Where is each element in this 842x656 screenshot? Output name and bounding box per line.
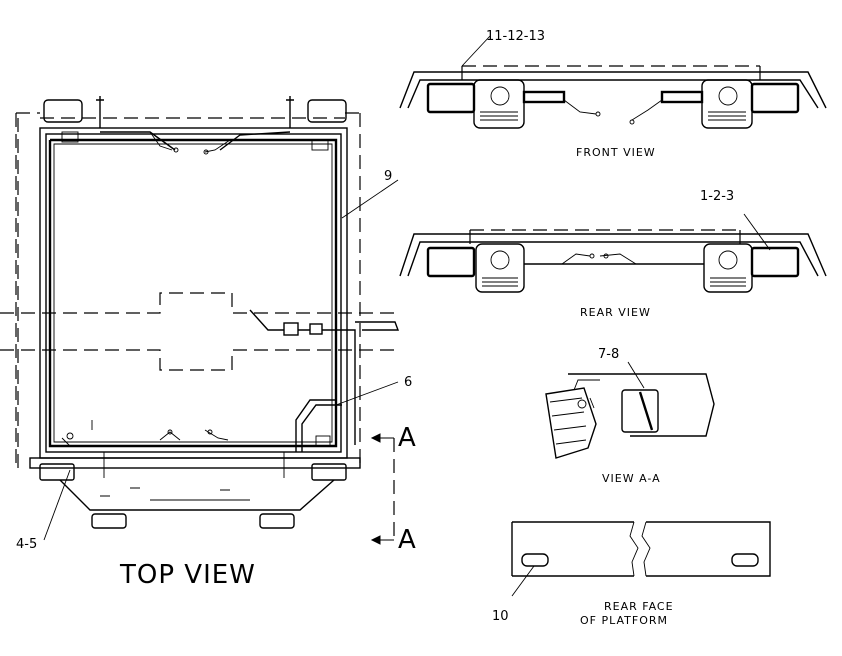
rear-view-title: REAR VIEW (580, 306, 651, 319)
top-view-title: TOP VIEW (119, 560, 256, 590)
section-view-title: VIEW A-A (602, 472, 661, 485)
callout-9: 9 (384, 169, 392, 184)
section-mark-a-upper: A (398, 423, 417, 453)
platform-view-title-line1: REAR FACE (604, 600, 674, 613)
callout-10: 10 (492, 609, 509, 624)
callout-11-12-13: 11-12-13 (486, 29, 545, 44)
platform-view-title-line2: OF PLATFORM (580, 614, 668, 627)
callout-7-8: 7-8 (598, 347, 619, 362)
callout-6: 6 (404, 375, 412, 390)
rear-view (399, 213, 827, 293)
front-view (399, 35, 827, 129)
callout-1-2-3: 1-2-3 (700, 189, 734, 204)
callout-4-5: 4-5 (16, 537, 37, 552)
section-view (545, 361, 715, 459)
platform-view (511, 521, 771, 597)
top-view (0, 96, 400, 545)
front-view-title: FRONT VIEW (576, 146, 656, 159)
section-mark-a-lower: A (398, 525, 417, 555)
